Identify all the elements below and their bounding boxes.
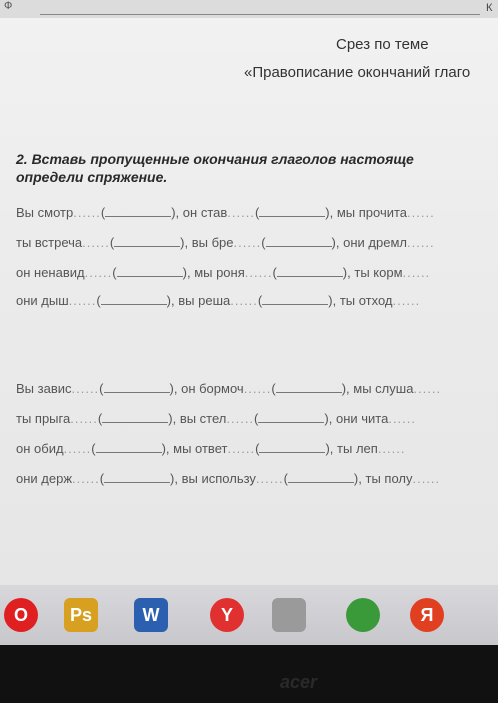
blank-field[interactable]: (),	[272, 265, 351, 280]
blank-field[interactable]: (),	[96, 293, 175, 308]
ending-gap: ......	[244, 265, 273, 280]
verb-stem: они чита	[335, 411, 389, 426]
verb-stem: они держ	[16, 471, 73, 486]
blank-field[interactable]: (),	[112, 265, 191, 280]
ending-gap: ......	[388, 411, 416, 426]
ending-gap: ......	[68, 293, 97, 308]
verb-stem: вы бре	[191, 235, 234, 250]
blank-field[interactable]: (),	[99, 471, 178, 486]
verb-stem: ты полу	[365, 471, 413, 486]
ending-gap: ......	[82, 235, 110, 250]
ending-gap: ......	[70, 411, 98, 426]
ending-gap: ......	[230, 293, 258, 308]
verb-stem: Вы смотр	[16, 205, 74, 220]
taskbar: O Ps W Y Я	[0, 585, 498, 645]
verb-stem: мы слуша	[353, 381, 414, 396]
exercise-row: Вы смотр......(), он став......(), мы пр…	[16, 204, 435, 222]
task-line-2: определи спряжение.	[16, 169, 168, 185]
ruler-strip	[0, 0, 498, 18]
blank-field[interactable]: (),	[97, 411, 177, 426]
verb-stem: мы ответ	[173, 441, 228, 456]
verb-stem: мы прочита	[336, 205, 408, 220]
blank-field[interactable]: (),	[261, 235, 340, 250]
chrome-icon[interactable]	[346, 598, 380, 632]
ending-gap: ......	[392, 293, 421, 308]
task-heading: 2. Вставь пропущенные окончания глаголов…	[16, 150, 414, 186]
ending-gap: ......	[402, 265, 431, 280]
ending-gap: ......	[71, 381, 100, 396]
verb-stem: он став	[182, 205, 228, 220]
blank-field[interactable]: (),	[255, 441, 334, 456]
ending-gap: ......	[406, 235, 435, 250]
ending-gap: ......	[233, 235, 262, 250]
ending-gap: ......	[84, 265, 113, 280]
verb-stem: он обид	[16, 441, 64, 456]
word-icon[interactable]: W	[134, 598, 168, 632]
verb-stem: вы реша	[178, 293, 231, 308]
blank-field[interactable]: (),	[254, 411, 333, 426]
exercise-row: Вы завис......(), он бормоч......(), мы …	[16, 380, 441, 398]
exercise-row: ты прыга......(), вы стел......(), они ч…	[16, 410, 416, 428]
yandex-icon[interactable]: Y	[210, 598, 244, 632]
verb-stem: ты корм	[354, 265, 403, 280]
exercise-row: они дыш......(), вы реша......(), ты отх…	[16, 292, 420, 310]
document-subtitle: «Правописание окончаний глаго	[244, 64, 471, 81]
ending-gap: ......	[227, 441, 256, 456]
ending-gap: ......	[243, 381, 272, 396]
task-line-1: 2. Вставь пропущенные окончания глаголов…	[16, 151, 414, 167]
verb-stem: ты встреча	[16, 235, 83, 250]
exercise-row: они держ......(), вы использу......(), т…	[16, 470, 440, 488]
photoshop-icon[interactable]: Ps	[64, 598, 98, 632]
ending-gap: ......	[407, 205, 435, 220]
ending-gap: ......	[377, 441, 406, 456]
blank-field[interactable]: (),	[271, 381, 350, 396]
blank-field[interactable]: (),	[254, 205, 334, 220]
blank-field[interactable]: (),	[91, 441, 170, 456]
verb-stem: мы роня	[194, 265, 245, 280]
verb-stem: он ненавид	[16, 265, 85, 280]
verb-stem: вы использу	[181, 471, 256, 486]
header-left-text: Ф	[4, 0, 13, 12]
document-title: Срез по теме	[336, 36, 429, 53]
acer-logo: acer	[280, 672, 318, 692]
blank-field[interactable]: (),	[283, 471, 362, 486]
verb-stem: вы стел	[179, 411, 227, 426]
ending-gap: ......	[72, 471, 100, 486]
blank-field[interactable]: (),	[100, 205, 180, 220]
verb-stem: они дыш	[16, 293, 69, 308]
opera-icon[interactable]: O	[4, 598, 38, 632]
header-rule	[40, 14, 480, 15]
blank-field[interactable]: (),	[99, 381, 178, 396]
ending-gap: ......	[73, 205, 101, 220]
blank-field[interactable]: (),	[109, 235, 189, 250]
image-viewer-icon[interactable]	[272, 598, 306, 632]
yandex-browser-icon[interactable]: Я	[410, 598, 444, 632]
exercise-row: он ненавид......(), мы роня......(), ты …	[16, 264, 430, 282]
ending-gap: ......	[412, 471, 441, 486]
ending-gap: ......	[226, 411, 255, 426]
ending-gap: ......	[63, 441, 92, 456]
verb-stem: он бормоч	[181, 381, 244, 396]
exercise-row: он обид......(), мы ответ......(), ты ле…	[16, 440, 405, 458]
monitor-bezel: acer	[0, 645, 498, 703]
exercise-row: ты встреча......(), вы бре......(), они …	[16, 234, 435, 252]
verb-stem: ты прыга	[16, 411, 71, 426]
verb-stem: они дремл	[343, 235, 407, 250]
verb-stem: ты отход	[339, 293, 393, 308]
document-page: Ф К Срез по теме «Правописание окончаний…	[0, 0, 498, 585]
ending-gap: ......	[413, 381, 442, 396]
ending-gap: ......	[255, 471, 284, 486]
verb-stem: ты леп	[337, 441, 378, 456]
header-right-text: К	[486, 2, 493, 14]
ending-gap: ......	[227, 205, 255, 220]
blank-field[interactable]: (),	[257, 293, 337, 308]
verb-stem: Вы завис	[16, 381, 72, 396]
